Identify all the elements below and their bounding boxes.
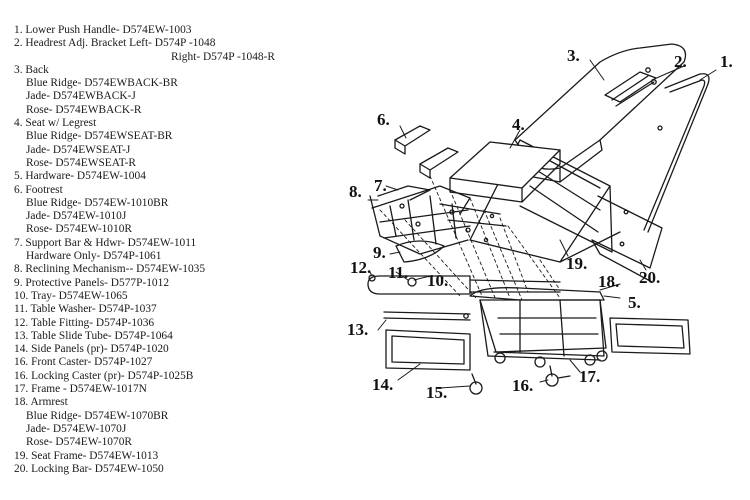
parts-list-item: 18. Armrest: [14, 396, 68, 409]
parts-list-item: 20. Locking Bar- D574EW-1050: [14, 462, 164, 475]
locking-bar: [591, 195, 663, 269]
callout-5: 5.: [628, 293, 641, 312]
parts-list-item: 2. Headrest Adj. Bracket Left- D574P -10…: [14, 37, 216, 50]
callout-18: 18.: [598, 272, 620, 291]
callout-20: 20.: [639, 268, 661, 287]
parts-list-item: 14. Side Panels (pr)- D574P-1020: [14, 343, 169, 356]
frame: [479, 299, 607, 353]
side-panel-right: [609, 317, 691, 355]
parts-list-item: Rose- D574EWBACK-R: [26, 103, 142, 116]
callout-9: 9.: [373, 243, 386, 262]
parts-list-item: Hardware Only- D574P-1061: [26, 250, 162, 263]
parts-list-item: Blue Ridge- D574EW-1010BR: [26, 196, 169, 209]
callout-15: 15.: [426, 383, 448, 402]
callout-6: 6.: [377, 110, 390, 129]
callout-13: 13.: [347, 320, 369, 339]
front-caster-2: [534, 356, 546, 368]
parts-list-item: Jade- D574EW-1070J: [26, 422, 127, 435]
protective-panel: [395, 240, 445, 263]
callout-3: 3.: [567, 46, 580, 65]
parts-list-item: 9. Protective Panels- D577P-1012: [14, 276, 170, 289]
callout-2: 2.: [674, 52, 687, 71]
callout-1: 1.: [720, 52, 733, 71]
callout-10: 10.: [427, 271, 449, 290]
parts-list-item: Blue Ridge- D574EW-1070BR: [26, 409, 169, 422]
parts-list-item: 16. Front Caster- D574P-1027: [14, 356, 153, 369]
armrest: [469, 287, 605, 301]
parts-list-item: 8. Reclining Mechanism-- D574EW-1035: [14, 263, 206, 276]
footrest-pad-lower: [419, 147, 459, 171]
parts-list-item: Jade- D574EWSEAT-J: [26, 143, 131, 156]
parts-list-item: 12. Table Fitting- D574P-1036: [14, 316, 155, 329]
callout-17: 17.: [579, 367, 601, 386]
parts-list-item: Jade- D574EW-1010J: [26, 210, 127, 223]
parts-list-item: Jade- D574EWBACK-J: [26, 90, 136, 103]
side-panel-left: [385, 329, 471, 371]
rear-caster-2: [596, 350, 608, 362]
front-caster-1: [494, 352, 506, 364]
footrest-pad-upper: [394, 125, 431, 147]
parts-list-item: 5. Hardware- D574EW-1004: [14, 170, 146, 183]
callout-12: 12.: [350, 258, 372, 277]
parts-list-item: 19. Seat Frame- D574EW-1013: [14, 449, 159, 462]
parts-list-item: 13. Table Slide Tube- D574P-1064: [14, 329, 173, 342]
parts-list-item: Rose- D574EWSEAT-R: [26, 156, 137, 169]
callout-4: 4.: [512, 115, 525, 134]
parts-list-item: 10. Tray- D574EW-1065: [14, 289, 128, 302]
callout-8: 8.: [349, 182, 362, 201]
table-washer: [407, 277, 417, 287]
support-bar: [377, 185, 431, 201]
parts-list-item: 16. Locking Caster (pr)- D574P-1025B: [14, 369, 194, 382]
parts-list-item: Right- D574P -1048-R: [171, 50, 275, 63]
callout-19: 19.: [566, 254, 588, 273]
callout-14: 14.: [372, 375, 394, 394]
seat-frame: [519, 139, 613, 253]
parts-list-item: 17. Frame - D574EW-1017N: [14, 383, 147, 396]
parts-list-item: 4. Seat w/ Legrest: [14, 117, 97, 130]
callout-7: 7.: [374, 176, 387, 195]
parts-list-item: Rose- D574EW-1010R: [26, 223, 132, 236]
parts-list-item: Blue Ridge- D574EWSEAT-BR: [26, 130, 173, 143]
table-slide-tube: [383, 311, 471, 321]
parts-list-item: 11. Table Washer- D574P-1037: [14, 303, 157, 316]
parts-list-item: 6. Footrest: [14, 183, 63, 196]
leader-lines: [367, 59, 717, 389]
rear-caster-1: [584, 354, 596, 366]
callout-11: 11.: [388, 263, 409, 282]
parts-list-item: 3. Back: [14, 63, 49, 76]
parts-list-item: 7. Support Bar & Hdwr- D574EW-1011: [14, 236, 197, 249]
parts-list-item: Blue Ridge- D574EWBACK-BR: [26, 77, 178, 90]
parts-list-item: Rose- D574EW-1070R: [26, 436, 132, 449]
parts-list-item: 1. Lower Push Handle- D574EW-1003: [14, 24, 192, 36]
callout-16: 16.: [512, 376, 534, 395]
